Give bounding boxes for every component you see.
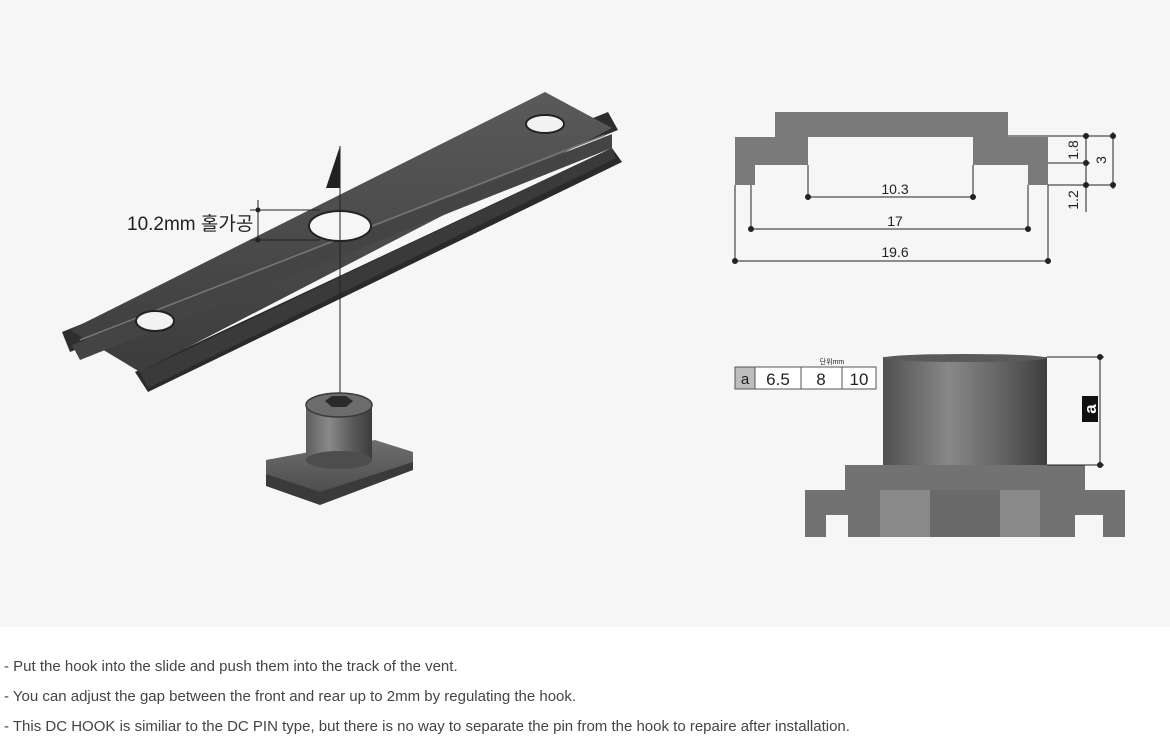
rail-illustration: [62, 92, 622, 392]
size-table-key: a: [741, 371, 750, 388]
size-table-value-2: 8: [816, 370, 825, 389]
section-profile: [735, 112, 1048, 185]
hole-callout-label: 10.2mm 홀가공: [127, 213, 253, 235]
dim-middle-label: 17: [887, 213, 903, 229]
installation-notes: - Put the hook into the slide and push t…: [4, 652, 850, 742]
product-diagram: 10.2mm 홀가공 10.3 17 19.6 1.8 1.2: [62, 92, 1125, 537]
size-table-unit: 단위mm: [820, 357, 845, 366]
height-dimension-label: a: [1081, 404, 1100, 414]
size-table-value-1: 6.5: [766, 370, 790, 389]
dim-top-label: 1.8: [1065, 140, 1081, 160]
size-table: [734, 366, 877, 390]
hook-illustration: [266, 392, 413, 505]
size-table-value-3: 10: [850, 370, 869, 389]
height-dimension-lines: [1047, 354, 1104, 468]
hole-callout-lines: [250, 146, 341, 408]
note-3: - This DC HOOK is similiar to the DC PIN…: [4, 718, 850, 735]
rail-hole-left: [135, 310, 175, 332]
dim-inner-label: 10.3: [881, 181, 908, 197]
dim-bottom-label: 1.2: [1065, 190, 1081, 210]
rail-hole-right: [525, 114, 565, 134]
hook-side-view: [805, 354, 1125, 537]
dim-total-label: 3: [1093, 156, 1109, 164]
section-dimension-lines: [732, 132, 1116, 264]
note-2: - You can adjust the gap between the fro…: [4, 688, 577, 705]
note-1: - Put the hook into the slide and push t…: [4, 658, 458, 675]
dim-outer-label: 19.6: [881, 244, 908, 260]
